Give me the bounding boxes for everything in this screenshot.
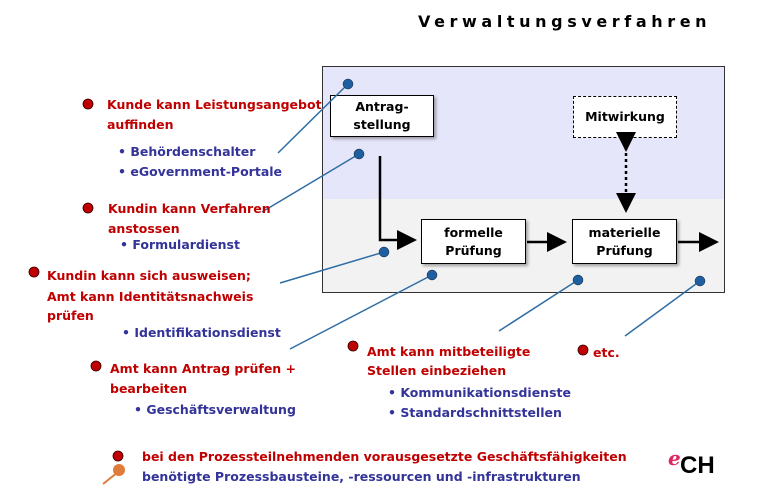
note-2-item-1: • Formulardienst <box>120 237 240 252</box>
item-text: Identifikationsdienst <box>134 325 281 340</box>
red-bullet <box>82 98 94 110</box>
box-materielle-pruefung: materielle Prüfung <box>572 219 677 264</box>
box-formelle-pruefung: formelle Prüfung <box>421 219 526 264</box>
note-1-item-1: • Behördenschalter <box>118 144 256 159</box>
note-5-item-1: • Kommunikationsdienste <box>388 385 571 400</box>
note-5-item-2: • Standardschnittstellen <box>388 405 562 420</box>
note-3-heading-2: Amt kann Identitätsnachweis <box>47 289 254 304</box>
connector-dot <box>353 148 365 160</box>
connector-dot <box>378 246 390 258</box>
note-1-item-2: • eGovernment-Portale <box>118 164 283 179</box>
note-1-heading: Kunde kann Leistungsangebot <box>107 97 322 112</box>
box-antragstellung: Antrag- stellung <box>330 95 434 137</box>
connector-dot <box>342 78 354 90</box>
connector-dot <box>694 275 706 287</box>
note-2-heading: Kundin kann Verfahren <box>108 201 271 216</box>
legend-blue-text: benötigte Prozessbausteine, -ressourcen … <box>142 469 581 484</box>
red-bullet <box>28 266 40 278</box>
note-2-heading-2: anstossen <box>108 221 180 236</box>
red-bullet <box>90 360 102 372</box>
note-3-item-1: • Identifikationsdienst <box>122 325 281 340</box>
box-mitwirkung: Mitwirkung <box>573 96 677 138</box>
note-5-heading-2: Stellen einbeziehen <box>367 363 507 378</box>
logo-ch: CH <box>680 452 715 479</box>
item-text: Behördenschalter <box>130 144 256 159</box>
note-6-heading: etc. <box>593 345 620 360</box>
red-bullet <box>577 344 589 356</box>
legend-orange-dot <box>113 464 125 476</box>
diagram-title: Verwaltungsverfahren <box>418 12 712 31</box>
item-text: Kommunikationsdienste <box>400 385 571 400</box>
note-3-heading-3: prüfen <box>47 308 94 323</box>
legend-red-text: bei den Prozessteilnehmenden vorausgeset… <box>142 449 627 464</box>
flow-arrow-1 <box>378 156 417 250</box>
legend-red-bullet <box>112 450 124 462</box>
item-text: eGovernment-Portale <box>130 164 283 179</box>
red-bullet <box>347 340 359 352</box>
note-5-heading: Amt kann mitbeteiligte <box>367 344 531 359</box>
red-bullet <box>82 202 94 214</box>
item-text: Standardschnittstellen <box>400 405 562 420</box>
item-text: Formulardienst <box>132 237 240 252</box>
connector-dot <box>426 269 438 281</box>
note-4-heading: Amt kann Antrag prüfen + <box>110 361 297 376</box>
note-4-item-1: • Geschäftsverwaltung <box>134 402 296 417</box>
note-1-heading-2: auffinden <box>107 117 174 132</box>
note-3-heading: Kundin kann sich ausweisen; <box>47 268 251 283</box>
connector-dot <box>572 274 584 286</box>
note-4-heading-2: bearbeiten <box>110 381 188 396</box>
logo-e: e <box>668 446 681 470</box>
item-text: Geschäftsverwaltung <box>146 402 296 417</box>
